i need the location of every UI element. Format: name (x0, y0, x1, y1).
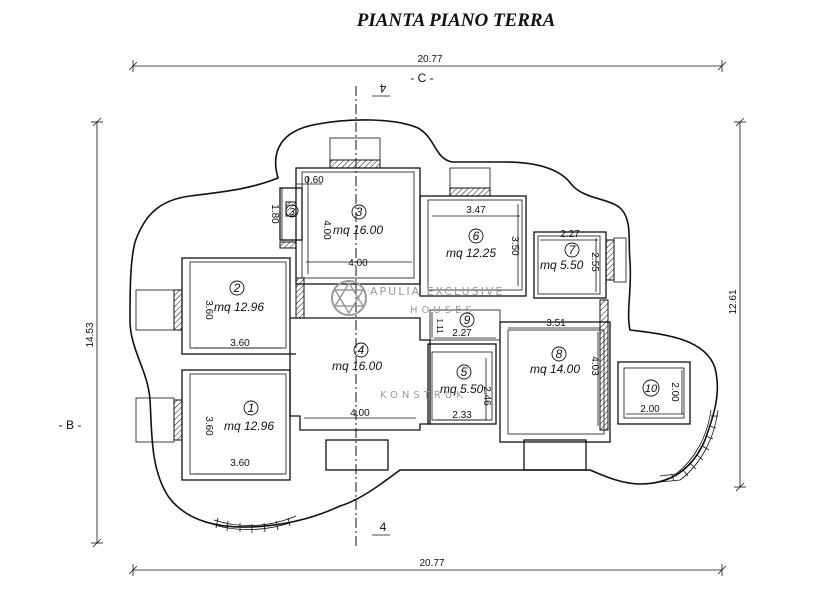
room-3-number: 3 (356, 205, 363, 219)
watermark-line1: APULIA EXCLUSIVE (370, 285, 504, 298)
room-3-width: 4.00 (348, 258, 368, 269)
room-6-area: mq 12.25 (446, 246, 496, 260)
room-7-width: 2.27 (560, 229, 580, 240)
section-marker-bottom: 4 (372, 520, 390, 536)
room-5-area: mq 5.50 (440, 382, 484, 396)
room-1-number: 1 (248, 401, 255, 415)
room-2-number: 2 (233, 281, 241, 295)
room-6-depth: 3.50 (509, 236, 520, 256)
watermark-line3: KONSTRUK (380, 390, 467, 401)
room-5-width: 2.33 (452, 410, 472, 421)
watermark: APULIA EXCLUSIVE HOUSES KONSTRUK (331, 280, 504, 401)
room-5: 5 mq 5.50 2.33 2.46 (440, 364, 492, 421)
left-height-label: 14.53 (85, 322, 96, 347)
svg-text:4: 4 (379, 81, 386, 95)
room-5-number: 5 (461, 365, 468, 379)
steps-bottom-left (211, 515, 299, 533)
room-4: 4 mq 16.00 4.00 (332, 342, 382, 419)
room-6-number: 6 (473, 229, 480, 243)
closet-3-width: 0.60 (304, 175, 324, 186)
corridor-9-depth: 1.11 (435, 319, 444, 335)
right-dimension: 12.61 (728, 117, 746, 492)
room-10: 10 2.00 2.00 (640, 379, 680, 415)
steps-right (659, 409, 719, 483)
room-10-width: 2.00 (640, 404, 660, 415)
room-dimension-lines (194, 176, 684, 475)
room-3-depth: 4.00 (321, 220, 332, 240)
plan-title: PIANTA PIANO TERRA (356, 10, 556, 31)
room-3: 3 mq 16.00 4.00 4.00 (321, 204, 383, 269)
room-10-depth: 2.00 (669, 382, 680, 402)
room-5-depth: 2.46 (481, 386, 492, 406)
room-7: 7 mq 5.50 2.27 2.55 (540, 229, 600, 272)
room-7-number: 7 (569, 243, 577, 257)
window-frames (135, 137, 627, 443)
bottom-dimension: 20.77 (128, 558, 727, 576)
bottom-width-label: 20.77 (419, 558, 444, 569)
room-8-area: mq 14.00 (530, 362, 580, 376)
outer-boundary (129, 119, 719, 528)
corridor-9-width: 2.27 (452, 328, 472, 339)
room-6: 6 mq 12.25 3.47 3.50 (446, 205, 520, 260)
svg-text:4: 4 (380, 520, 387, 534)
room-8-width: 3.51 (546, 318, 566, 329)
room-7-depth: 2.55 (589, 252, 600, 272)
room-2-depth: 3.60 (203, 300, 214, 320)
room-3-area: mq 16.00 (333, 223, 383, 237)
closet-3: 3 0.60 1.80 (269, 175, 324, 224)
room-4-width: 4.00 (350, 408, 370, 419)
room-1-depth: 3.60 (203, 416, 214, 436)
closet-3-number: 3 (289, 207, 295, 218)
section-b-label: - B - (59, 418, 82, 432)
section-c-label: - C - (410, 71, 433, 85)
watermark-line2: HOUSES (410, 305, 476, 316)
room-2: 2 mq 12.96 3.60 3.60 (203, 280, 264, 349)
room-7-area: mq 5.50 (540, 258, 584, 272)
room-2-width: 3.60 (230, 338, 250, 349)
closet-3-depth: 1.80 (269, 204, 280, 224)
corridor-9-number: 9 (464, 313, 471, 327)
left-dimension: 14.53 (85, 117, 103, 548)
room-4-area: mq 16.00 (332, 359, 382, 373)
right-height-label: 12.61 (728, 289, 739, 314)
room-8-depth: 4.03 (589, 356, 600, 376)
room-1-width: 3.60 (230, 458, 250, 469)
room-8-number: 8 (556, 347, 563, 361)
room-8: 8 mq 14.00 3.51 4.03 (530, 318, 600, 376)
room-1-area: mq 12.96 (224, 419, 274, 433)
section-marker-top: 4 (372, 81, 390, 97)
room-4-number: 4 (358, 343, 365, 357)
room-1: 1 mq 12.96 3.60 3.60 (203, 400, 274, 469)
room-6-width: 3.47 (466, 205, 486, 216)
room-2-area: mq 12.96 (214, 300, 264, 314)
top-width-label: 20.77 (417, 54, 442, 65)
room-10-number: 10 (645, 383, 658, 395)
corridor-9: 9 2.27 1.11 (435, 312, 475, 339)
top-dimension: 20.77 (128, 54, 727, 72)
